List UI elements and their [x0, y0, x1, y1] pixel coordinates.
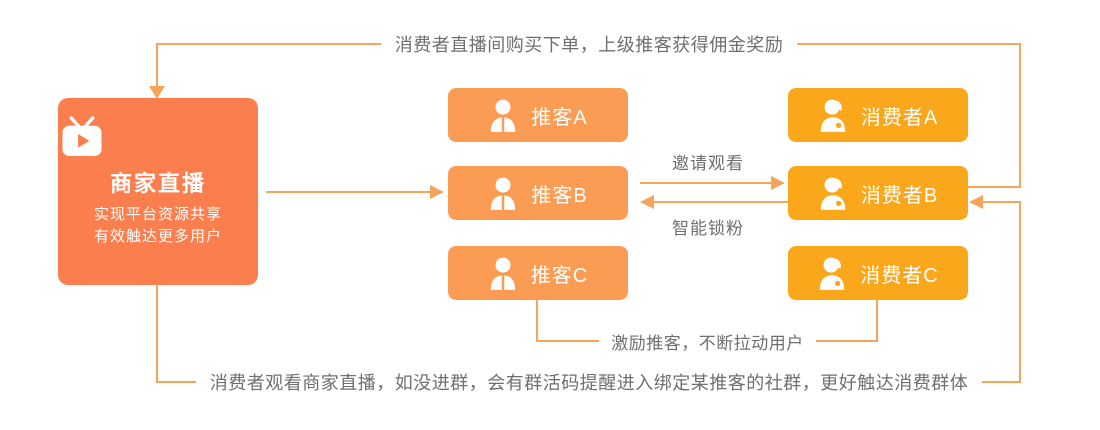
- line-smart-lock: [654, 201, 788, 203]
- top-flow-label: 消费者直播间购买下单，上级推客获得佣金奖励: [394, 35, 784, 55]
- promoter-person-icon: [491, 99, 516, 132]
- line-invite-watch: [640, 182, 773, 184]
- merchant-subtitle-2: 有效触达更多用户: [93, 228, 222, 246]
- incentive-line-left: [537, 340, 600, 342]
- node-consumer-c-label: 消费者C: [860, 264, 939, 287]
- line-consumer-c-down: [876, 300, 878, 342]
- arrowhead-invite-watch: [771, 176, 785, 190]
- bottom-flow-line-left: [157, 381, 196, 383]
- promoter-person-icon: [491, 177, 516, 210]
- incentive-label: 激励推客，不断拉动用户: [611, 333, 804, 353]
- arrowhead-into-consumer-b: [969, 195, 983, 209]
- consumer-person-icon: [820, 99, 846, 132]
- live-tv-icon: [62, 116, 102, 157]
- top-flow-line-right: [797, 43, 1021, 45]
- line-merchant-down: [156, 284, 158, 383]
- line-consumer-b-to-top: [1019, 43, 1021, 188]
- arrowhead-smart-lock: [640, 195, 654, 209]
- merchant-live-node: 商家直播 实现平台资源共享 有效触达更多用户: [58, 98, 258, 285]
- line-consumer-b-right-out: [967, 186, 1021, 188]
- line-into-consumer-b: [983, 201, 1021, 203]
- invite-watch-label: 邀请观看: [672, 154, 744, 173]
- line-bottom-to-consumer-b: [1019, 202, 1021, 383]
- incentive-line-right: [815, 340, 878, 342]
- smart-lock-label: 智能锁粉: [672, 219, 744, 238]
- merchant-subtitle-1: 实现平台资源共享: [93, 206, 222, 223]
- node-consumer-a: 消费者A: [788, 88, 968, 142]
- node-consumer-c: 消费者C: [788, 246, 968, 300]
- line-top-into-merchant: [156, 43, 158, 87]
- node-consumer-b-label: 消费者B: [860, 184, 939, 207]
- node-consumer-b: 消费者B: [788, 166, 968, 220]
- node-consumer-a-label: 消费者A: [860, 106, 939, 129]
- node-promoter-c-label: 推客C: [530, 264, 589, 287]
- node-promoter-c: 推客C: [448, 246, 628, 300]
- bottom-flow-label: 消费者观看商家直播，如没进群，会有群活码提醒进入绑定某推客的社群，更好触达消费群…: [209, 373, 969, 393]
- consumer-person-icon: [820, 257, 845, 290]
- node-promoter-a: 推客A: [448, 88, 628, 142]
- node-promoter-b-label: 推客B: [531, 184, 588, 207]
- bottom-flow-line-right: [982, 381, 1021, 383]
- bottom-flow-line: 消费者观看商家直播，如没进群，会有群活码提醒进入绑定某推客的社群，更好触达消费群…: [157, 371, 1021, 393]
- node-promoter-a-label: 推客A: [531, 106, 588, 129]
- incentive-flow-line: 激励推客，不断拉动用户: [537, 330, 878, 353]
- arrowhead-into-merchant: [149, 86, 165, 99]
- line-promoter-c-down: [536, 300, 538, 342]
- line-merchant-to-promoter-b: [266, 191, 432, 193]
- merchant-live-title: 商家直播: [109, 171, 206, 196]
- top-flow-line: 消费者直播间购买下单，上级推客获得佣金奖励: [157, 33, 1021, 55]
- consumer-person-icon: [820, 177, 846, 210]
- arrowhead-to-promoter-b: [430, 185, 444, 199]
- node-promoter-b: 推客B: [448, 166, 628, 220]
- promoter-person-icon: [490, 257, 515, 290]
- top-flow-line-left: [157, 43, 381, 45]
